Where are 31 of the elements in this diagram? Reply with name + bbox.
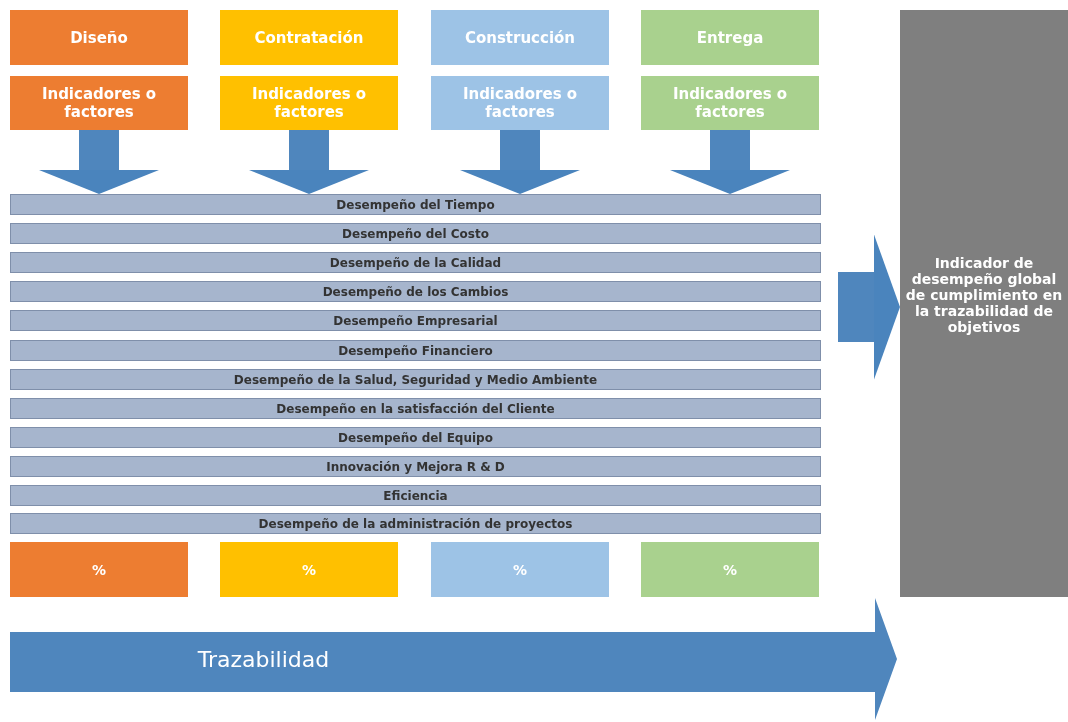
indicator-box: Indicadores o factores [220, 76, 398, 130]
performance-band: Desempeño de la Salud, Seguridad y Medio Ambiente [10, 369, 821, 390]
block-arrow [838, 234, 900, 380]
block-arrow [249, 130, 369, 194]
phase-header: Construcción [431, 10, 609, 65]
indicator-box: Indicadores o factores [431, 76, 609, 130]
block-arrow [460, 130, 580, 194]
performance-band: Desempeño de los Cambios [10, 281, 821, 302]
performance-band: Desempeño de la administración de proyectos [10, 513, 821, 534]
percentage-box: % [641, 542, 819, 597]
performance-band: Desempeño de la Calidad [10, 252, 821, 273]
block-arrow [670, 130, 790, 194]
performance-band: Innovación y Mejora R & D [10, 456, 821, 477]
performance-band: Desempeño Financiero [10, 340, 821, 361]
global-indicator-box: Indicador de desempeño global de cumplimiento en la trazabilidad de objetivos [900, 10, 1068, 597]
performance-band: Desempeño en la satisfacción del Cliente [10, 398, 821, 419]
percentage-box: % [431, 542, 609, 597]
phase-header: Contratación [220, 10, 398, 65]
trazabilidad-arrow: Trazabilidad [10, 598, 897, 720]
performance-band: Desempeño del Tiempo [10, 194, 821, 215]
performance-band: Desempeño del Equipo [10, 427, 821, 448]
performance-band: Desempeño Empresarial [10, 310, 821, 331]
phase-header: Diseño [10, 10, 188, 65]
percentage-box: % [10, 542, 188, 597]
performance-band: Eficiencia [10, 485, 821, 506]
percentage-box: % [220, 542, 398, 597]
indicator-box: Indicadores o factores [10, 76, 188, 130]
indicator-box: Indicadores o factores [641, 76, 819, 130]
phase-header: Entrega [641, 10, 819, 65]
performance-band: Desempeño del Costo [10, 223, 821, 244]
block-arrow [39, 130, 159, 194]
